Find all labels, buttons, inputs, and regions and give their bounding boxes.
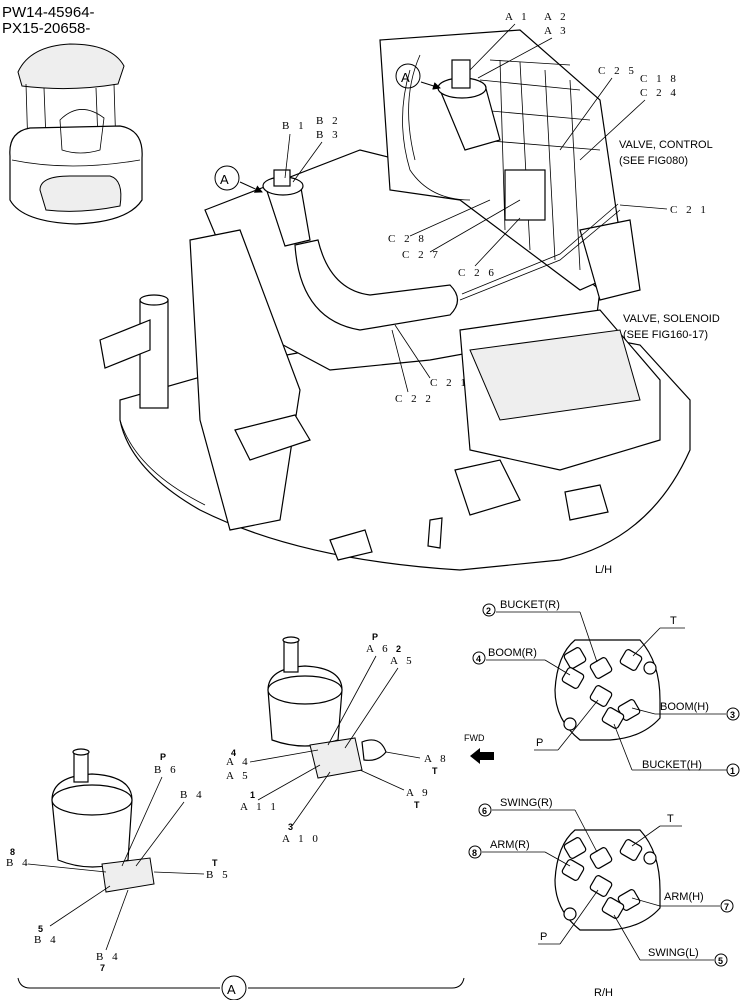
lv-t: T: [212, 858, 218, 868]
lv-5: 5: [38, 924, 43, 934]
pb-swing-l: SWING(L): [648, 947, 699, 959]
pb-swing-l-num: 5: [718, 956, 723, 966]
callout-c18: C 1 8: [640, 73, 679, 85]
pt-boom-h: BOOM(H): [660, 701, 709, 713]
callout-a2: A 2: [544, 11, 569, 23]
valve-control-line2: (SEE FIG080): [619, 155, 688, 167]
rv-a11: A 1 1: [240, 801, 279, 813]
side-label-rh: R/H: [594, 987, 613, 999]
view-arrow-a-right: A: [395, 63, 441, 90]
rv-a10: A 1 0: [282, 833, 321, 845]
lv-b4a: B 4: [180, 789, 205, 801]
callout-c22: C 2 2: [395, 393, 434, 405]
pt-t: T: [670, 615, 677, 627]
top-callouts: A 1 A 2 A 3 B 1 B 2 B 3 C 2 5 C 1 8 C 2 …: [282, 11, 720, 576]
pt-boom-h-num: 3: [730, 710, 735, 720]
lv-b6: B 6: [154, 764, 179, 776]
pt-p: P: [536, 737, 543, 749]
lv-7: 7: [100, 963, 105, 973]
lv-p: P: [160, 752, 166, 762]
rv-1: 1: [250, 790, 255, 800]
port-top-labels: 2 BUCKET(R) 4 BOOM(R) T BOOM(H) 3 P BUCK…: [472, 599, 740, 777]
valve-solenoid-line2: (SEE FIG160-17): [623, 329, 708, 341]
pb-arm-r-num: 8: [472, 848, 477, 858]
rv-a8: A 8: [424, 753, 449, 765]
callout-b2: B 2: [316, 115, 341, 127]
rv-p: P: [372, 632, 378, 642]
pb-swing-r-num: 6: [482, 806, 487, 816]
pt-boom-r-num: 4: [476, 654, 481, 664]
rv-2: 2: [396, 644, 401, 654]
callout-c21-top: C 2 1: [670, 204, 709, 216]
callout-c25: C 2 5: [598, 65, 637, 77]
right-joystick-valve: [267, 636, 387, 779]
lv-b4b: B 4: [6, 857, 31, 869]
rv-a5: A 5: [390, 655, 415, 667]
pb-swing-r: SWING(R): [500, 797, 553, 809]
left-joystick-valve: [51, 748, 155, 893]
pb-arm-h: ARM(H): [664, 891, 704, 903]
lv-8: 8: [10, 847, 15, 857]
rv-a5b: A 5: [226, 770, 251, 782]
pt-bucket-r-num: 2: [486, 606, 491, 616]
fwd-label: FWD: [464, 733, 485, 743]
view-a-bracket: A: [17, 975, 465, 1001]
cab-thumbnail: [9, 43, 143, 225]
fwd-indicator: FWD: [464, 733, 494, 764]
lv-b5: B 5: [206, 869, 231, 881]
rv-a4: A 4: [226, 756, 251, 768]
pb-t: T: [667, 813, 674, 825]
valve-solenoid-line1: VALVE, SOLENOID: [623, 313, 720, 325]
pt-bucket-h-num: 1: [730, 766, 735, 776]
upper-frame-assembly: [99, 29, 691, 571]
port-diagram-top: [554, 639, 661, 741]
pb-arm-r: ARM(R): [490, 839, 530, 851]
rv-4: 4: [231, 748, 236, 758]
port-diagram-bottom: [554, 829, 661, 931]
pt-bucket-r: BUCKET(R): [500, 599, 560, 611]
rv-a9: A 9: [406, 787, 431, 799]
valve-control-line1: VALVE, CONTROL: [619, 139, 713, 151]
right-valve-callouts: P A 6 2 A 5 4 A 4 A 5 A 8 T A 9 T 1 A 1 …: [226, 632, 449, 845]
pt-boom-r: BOOM(R): [488, 647, 537, 659]
serial-line-1: PW14-45964-: [2, 4, 95, 21]
side-label-lh: L/H: [595, 564, 612, 576]
rv-t2: T: [414, 800, 420, 810]
lv-b4d: B 4: [96, 951, 121, 963]
callout-b3: B 3: [316, 129, 341, 141]
callout-a1: A 1: [505, 11, 530, 23]
view-marker-a: A: [220, 172, 229, 187]
view-arrow-a-left: A: [214, 165, 263, 193]
pt-bucket-h: BUCKET(H): [642, 759, 702, 771]
port-bottom-labels: 6 SWING(R) 8 ARM(R) T ARM(H) 7 P SWING(L…: [468, 797, 734, 999]
callout-a3: A 3: [544, 25, 569, 37]
pb-p: P: [540, 931, 547, 943]
callout-b1: B 1: [282, 120, 307, 132]
callout-c28: C 2 8: [388, 233, 427, 245]
view-marker-a-2: A: [401, 70, 410, 85]
rv-3: 3: [288, 822, 293, 832]
callout-c24: C 2 4: [640, 87, 679, 99]
callout-c27: C 2 7: [402, 249, 441, 261]
rv-t: T: [432, 766, 438, 776]
lv-b4c: B 4: [34, 934, 59, 946]
serial-line-2: PX15-20658-: [2, 20, 90, 37]
rv-a6: A 6: [366, 643, 391, 655]
callout-c21-bottom: C 2 1: [430, 377, 469, 389]
pb-arm-h-num: 7: [724, 902, 729, 912]
view-marker-a-bottom: A: [227, 982, 236, 997]
left-valve-callouts: P B 6 B 4 8 B 4 T B 5 5 B 4 B 4 7: [6, 752, 231, 973]
callout-c26: C 2 6: [458, 267, 497, 279]
